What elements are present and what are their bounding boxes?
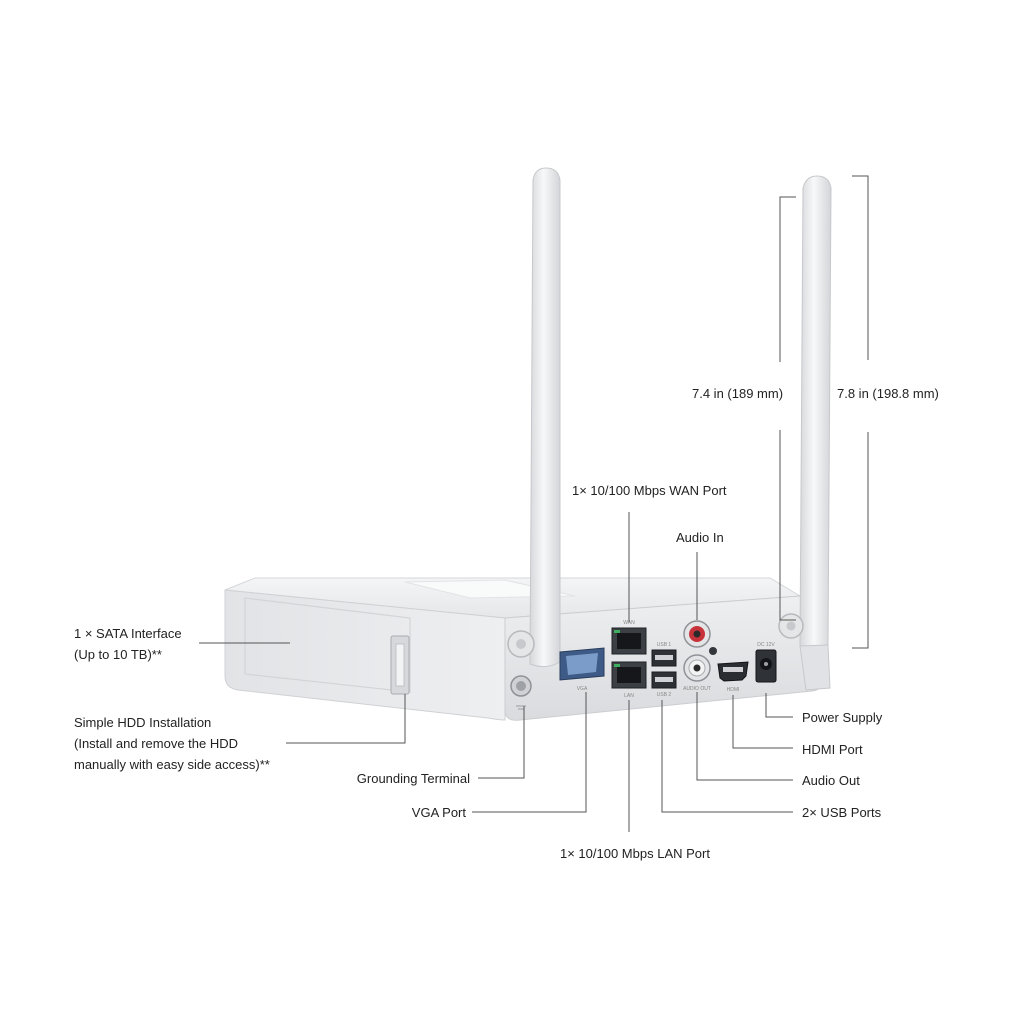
label-hdmi-port: HDMI Port [802, 742, 863, 757]
hdmi-marking: HDMI [727, 687, 740, 693]
label-sata-line-2: (Up to 10 TB)** [74, 647, 162, 662]
label-sata-line-1: 1 × SATA Interface [74, 626, 182, 641]
lan-port: LAN [611, 661, 647, 699]
hdd-side-cover [244, 597, 411, 693]
usb1-marking: USB 1 [657, 642, 672, 648]
label-hdd-line-3: manually with easy side access)** [74, 757, 270, 772]
leader-audio-out [696, 692, 793, 781]
label-sata-interface: 1 × SATA Interface (Up to 10 TB)** [74, 623, 182, 665]
wan-port: WAN [611, 620, 647, 655]
audio-out-marking: AUDIO OUT [683, 686, 711, 692]
label-hdd-line-2: (Install and remove the HDD [74, 736, 239, 751]
audio-in-jack [683, 620, 711, 648]
hdmi-port: HDMI [717, 661, 749, 693]
reset-button [709, 647, 717, 655]
leader-vga [472, 692, 587, 813]
label-hdd-installation: Simple HDD Installation (Install and rem… [74, 712, 270, 775]
rear-ports: VGA WAN LAN USB 1 USB 2 [510, 620, 777, 710]
wan-marking: WAN [623, 620, 635, 626]
label-audio-out: Audio Out [802, 773, 860, 788]
vga-marking: VGA [577, 686, 588, 692]
leader-grounding [478, 706, 525, 779]
label-wan-port: 1× 10/100 Mbps WAN Port [572, 483, 727, 498]
label-height-tall: 7.8 in (198.8 mm) [837, 386, 939, 401]
label-height-short: 7.4 in (189 mm) [692, 386, 784, 401]
dc-marking: DC 12V [757, 642, 775, 648]
dimension-bracket-tall [852, 175, 869, 649]
leader-power [765, 693, 793, 718]
right-antenna [778, 175, 832, 691]
label-grounding-terminal: Grounding Terminal [356, 771, 470, 786]
power-jack: DC 12V [755, 642, 777, 683]
leader-hdmi [732, 695, 793, 749]
label-usb-ports: 2× USB Ports [802, 805, 882, 820]
label-lan-port: 1× 10/100 Mbps LAN Port [560, 846, 710, 861]
usb2-marking: USB 2 [657, 692, 672, 698]
left-antenna [507, 167, 561, 668]
leader-usb [661, 700, 793, 813]
lan-marking: LAN [624, 693, 634, 699]
label-hdd-line-1: Simple HDD Installation [74, 715, 212, 730]
label-power-supply: Power Supply [802, 710, 883, 725]
vga-port: VGA [559, 647, 605, 692]
label-vga-port: VGA Port [411, 805, 466, 820]
label-audio-in: Audio In [676, 530, 724, 545]
leader-hdd [286, 694, 406, 744]
leader-lines [199, 512, 793, 832]
dimension-bracket-short [779, 196, 796, 621]
audio-out-jack: AUDIO OUT [683, 654, 711, 692]
usb-ports: USB 1 USB 2 [651, 642, 677, 698]
hdd-latch-slot [395, 643, 405, 687]
device-side-face [224, 589, 506, 721]
